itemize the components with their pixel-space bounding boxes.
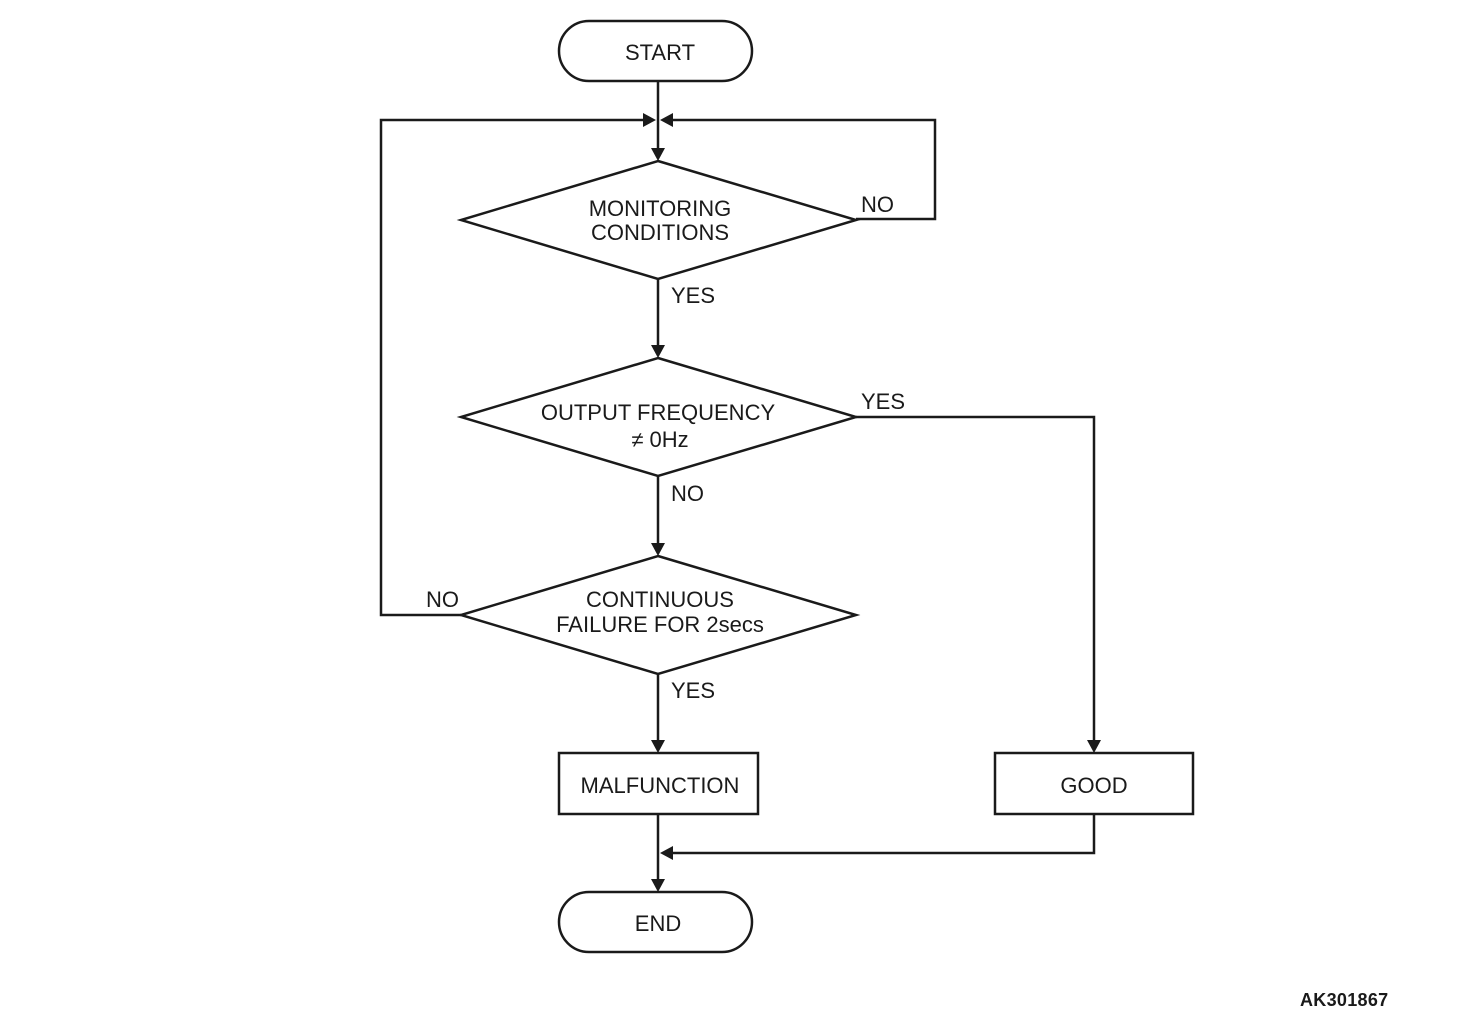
continuous-diamond (456, 554, 861, 676)
good-shape (993, 751, 1195, 816)
start-node: START (557, 19, 754, 83)
malfunction-node: MALFUNCTION (557, 751, 760, 816)
arrow-good-merge (660, 846, 673, 860)
edge-good-to-end (672, 814, 1096, 855)
monitoring-conditions-decision: MONITORING CONDITIONS (456, 159, 861, 281)
edge-continuous-no-loop (379, 118, 644, 617)
arrow-into-continuous (651, 543, 665, 556)
start-shape (557, 19, 754, 83)
continuous-yes-label: YES (671, 678, 715, 703)
output-diamond (456, 356, 861, 478)
edge-output-yes (856, 415, 1096, 742)
malfunction-shape (557, 751, 760, 816)
continuous-failure-decision: CONTINUOUS FAILURE FOR 2secs (456, 554, 861, 676)
monitoring-label-line1: MONITORING (589, 196, 732, 221)
arrow-into-malfunction (651, 740, 665, 753)
arrow-into-output (651, 345, 665, 358)
output-frequency-decision: OUTPUT FREQUENCY ≠ 0Hz (456, 356, 861, 478)
continuous-label-line2: FAILURE FOR 2secs (556, 612, 764, 637)
start-label: START (625, 40, 695, 65)
arrow-into-end (651, 879, 665, 892)
continuous-label-line1: CONTINUOUS (586, 587, 734, 612)
malfunction-label: MALFUNCTION (581, 773, 740, 798)
monitoring-diamond (456, 159, 861, 281)
arrow-into-monitoring (651, 148, 665, 161)
monitoring-no-label: NO (861, 192, 894, 217)
continuous-no-label: NO (426, 587, 459, 612)
output-yes-label: YES (861, 389, 905, 414)
output-label-line1: OUTPUT FREQUENCY (541, 400, 776, 425)
arrow-into-good (1087, 740, 1101, 753)
arrow-monitoring-no-return (660, 113, 673, 127)
end-label: END (635, 911, 681, 936)
end-shape (557, 890, 754, 954)
good-node: GOOD (993, 751, 1195, 816)
monitoring-label-line2: CONDITIONS (591, 220, 729, 245)
output-label-line2: ≠ 0Hz (631, 427, 688, 452)
good-label: GOOD (1060, 773, 1127, 798)
output-no-label: NO (671, 481, 704, 506)
edge-monitoring-no-loop (672, 118, 937, 221)
monitoring-yes-label: YES (671, 283, 715, 308)
figure-id-code: AK301867 (1300, 990, 1389, 1010)
arrow-continuous-no-return (643, 113, 656, 127)
end-node: END (557, 890, 754, 954)
